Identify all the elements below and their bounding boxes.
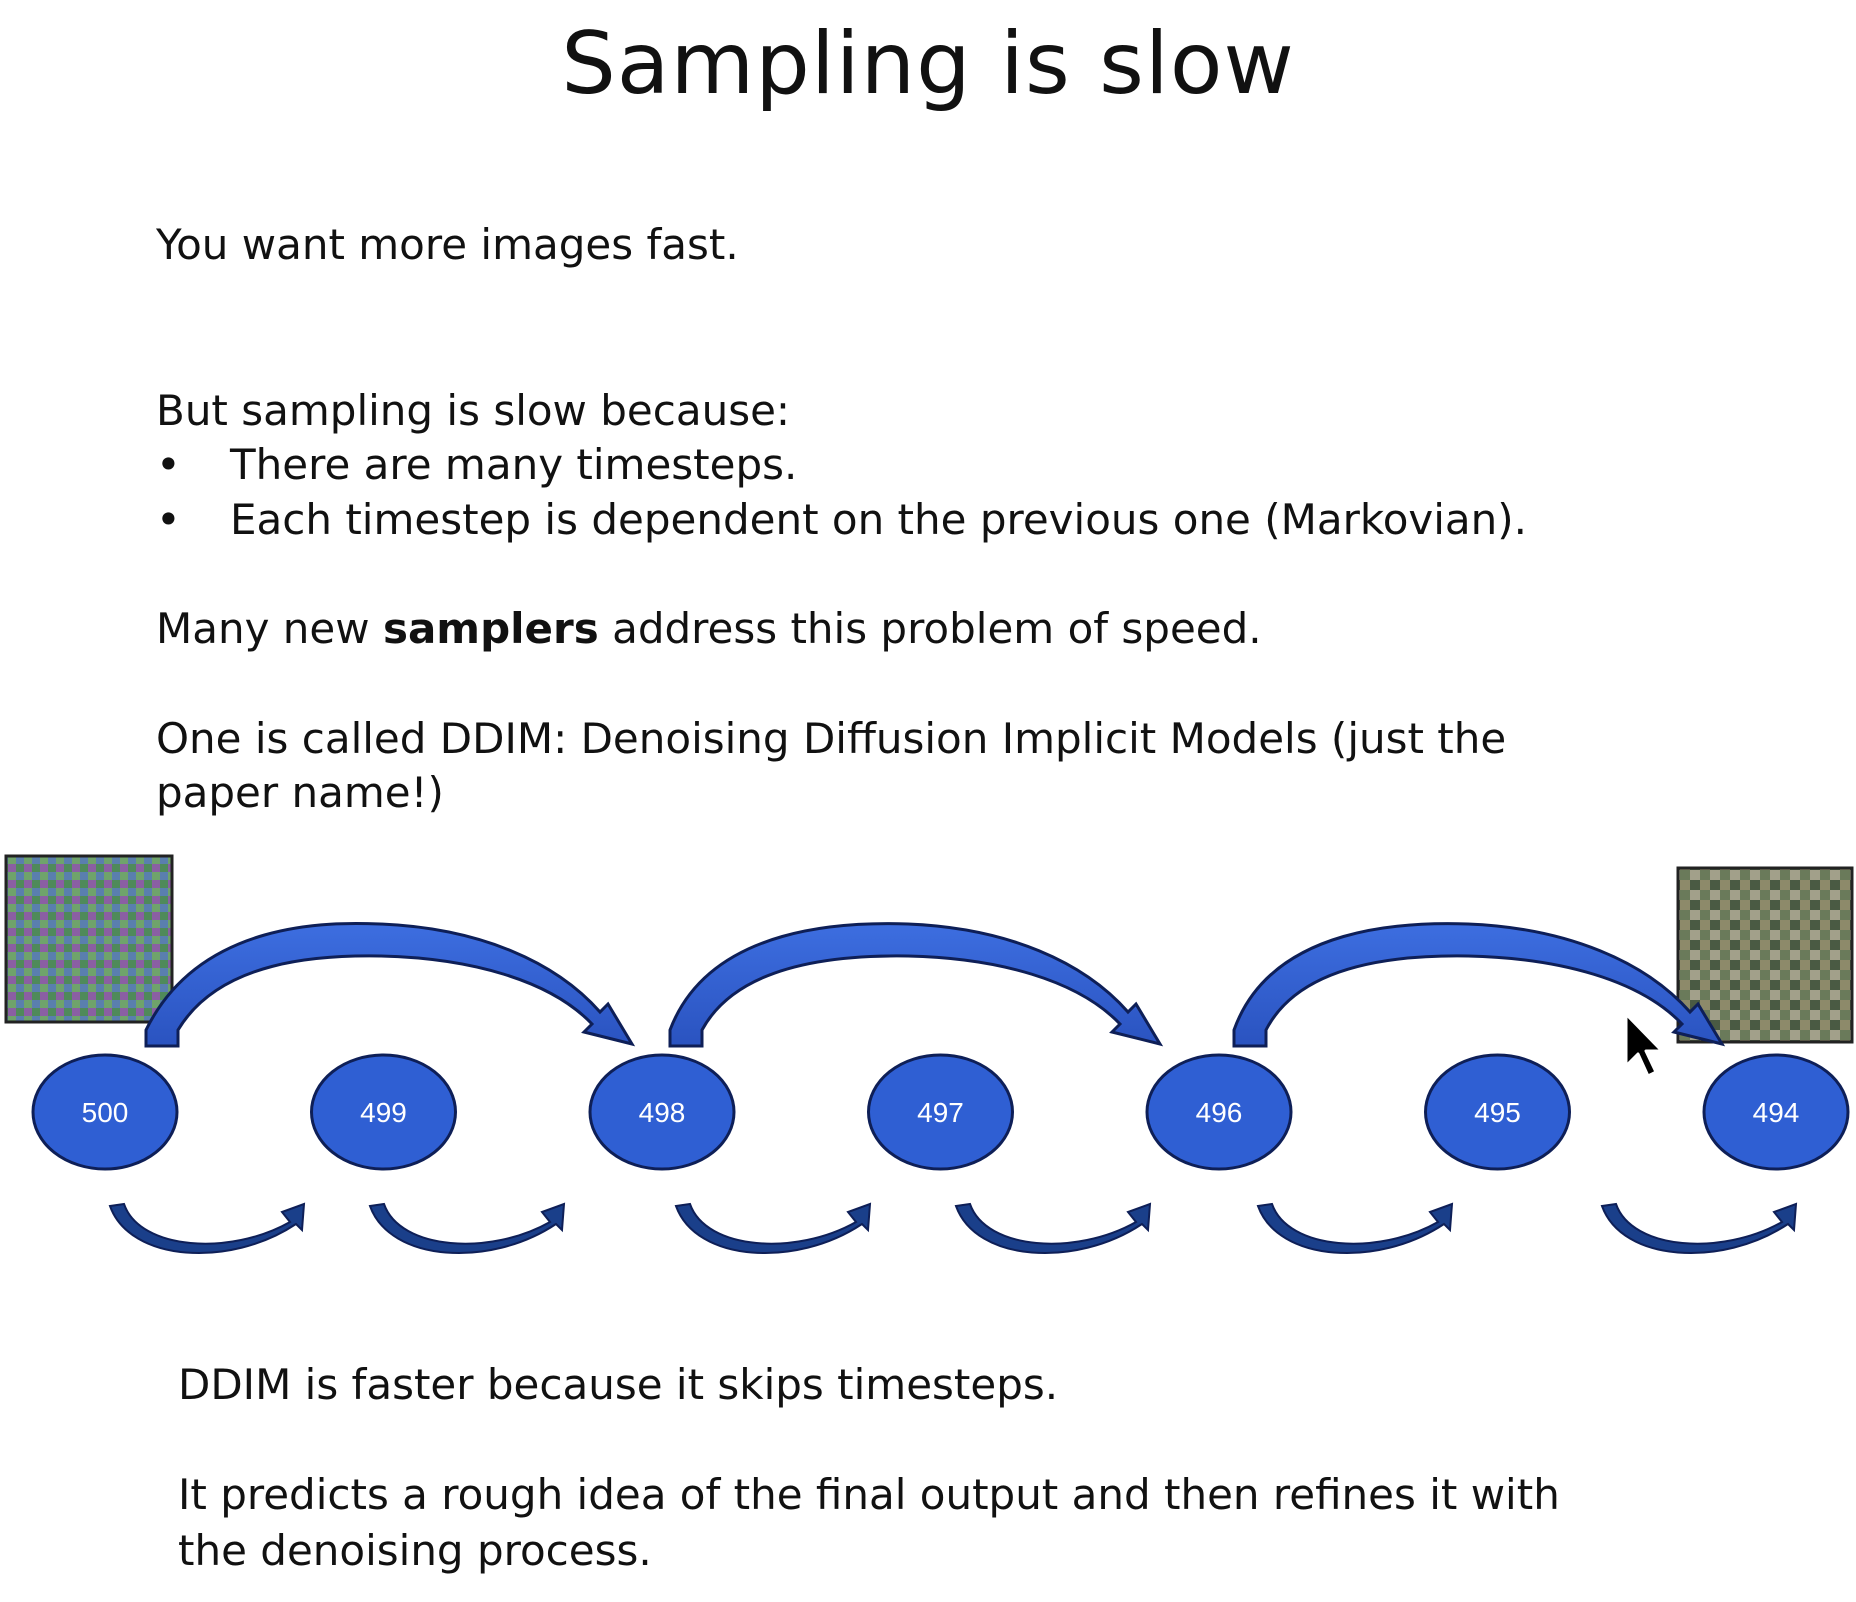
- timestep-label: 500: [82, 1097, 129, 1128]
- step-arrow-shape: [1600, 1202, 1798, 1255]
- step-arrow: [674, 1202, 872, 1255]
- timestep-node-ellipse: [310, 1053, 457, 1171]
- ddim-intro-line-2: paper name!): [156, 768, 444, 817]
- step-arrow-shape: [674, 1202, 872, 1255]
- timestep-label: 497: [917, 1097, 964, 1128]
- skip-arrow-498-496: [668, 922, 1164, 1048]
- step-arrow-shape: [1256, 1202, 1454, 1255]
- step-arrow: [108, 1202, 306, 1255]
- timestep-label: 496: [1196, 1097, 1243, 1128]
- samplers-text-after: address this problem of speed.: [598, 604, 1262, 653]
- timestep-node-ellipse: [588, 1053, 736, 1171]
- skip-arrow-496-494: [1232, 922, 1726, 1048]
- timestep-node: 496: [1145, 1053, 1293, 1171]
- bullet-dot: •: [156, 495, 181, 544]
- timestep-node-ellipse: [1424, 1053, 1571, 1171]
- timestep-node: 500: [31, 1053, 179, 1171]
- timestep-node: 494: [1702, 1053, 1850, 1171]
- samplers-line: Many new samplers address this problem o…: [156, 602, 1262, 656]
- timestep-node-ellipse: [1145, 1053, 1293, 1171]
- step-arrow-shape: [108, 1202, 306, 1255]
- timestep-node: 498: [588, 1053, 736, 1171]
- timestep-node-ellipse: [31, 1053, 179, 1171]
- noisy-image-start: [4, 854, 174, 1024]
- intro-line: You want more images fast.: [156, 220, 739, 269]
- slide-title: Sampling is slow: [561, 14, 1295, 114]
- timestep-node-ellipse: [1702, 1053, 1850, 1171]
- step-arrow-shape: [954, 1202, 1152, 1255]
- footer-line-2a: It predicts a rough idea of the final ou…: [178, 1470, 1560, 1519]
- step-arrow: [1256, 1202, 1454, 1255]
- bullet-dot: •: [156, 440, 181, 489]
- reason-heading: But sampling is slow because:: [156, 386, 791, 435]
- noisy-image-end: [1676, 866, 1854, 1044]
- skip-arrow-500-498: [144, 921, 636, 1048]
- timestep-label: 499: [360, 1097, 407, 1128]
- timestep-node: 497: [867, 1053, 1014, 1171]
- bullet-text: Each timestep is dependent on the previo…: [230, 495, 1528, 544]
- samplers-text-before: Many new: [156, 604, 383, 653]
- step-arrow: [1600, 1202, 1798, 1255]
- samplers-bold: samplers: [382, 604, 599, 653]
- step-arrow: [954, 1202, 1152, 1255]
- timestep-node-ellipse: [867, 1053, 1014, 1171]
- step-arrow-shape: [368, 1202, 566, 1255]
- bullet-text: There are many timesteps.: [230, 440, 798, 489]
- timestep-node: 499: [310, 1053, 457, 1171]
- mouse-pointer-icon: [1622, 1010, 1670, 1084]
- timestep-label: 498: [639, 1097, 686, 1128]
- timestep-label: 494: [1753, 1097, 1800, 1128]
- step-arrow: [368, 1202, 566, 1255]
- timestep-label: 495: [1474, 1097, 1521, 1128]
- timestep-node: 495: [1424, 1053, 1571, 1171]
- ddim-intro-line-1: One is called DDIM: Denoising Diffusion …: [156, 714, 1507, 763]
- footer-line-2b: the denoising process.: [178, 1526, 652, 1575]
- footer-line-1: DDIM is faster because it skips timestep…: [178, 1360, 1059, 1409]
